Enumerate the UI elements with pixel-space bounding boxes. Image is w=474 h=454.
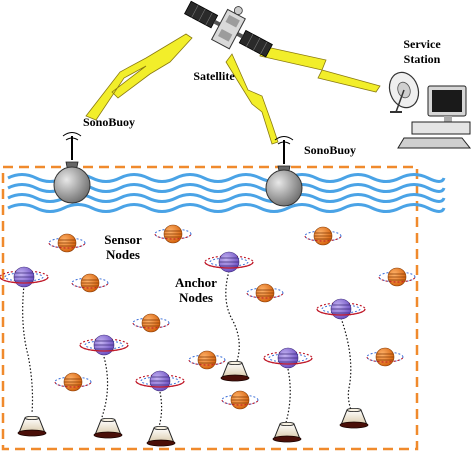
sonobuoy-left-label: SonoBuoy xyxy=(83,115,135,129)
sensor-node-icon xyxy=(48,233,86,253)
sensor-node-icon xyxy=(246,283,284,303)
anchor-node-icon xyxy=(204,251,254,273)
sonobuoy-icon xyxy=(53,132,91,204)
anchor-weight-icon xyxy=(17,415,47,437)
sensor-node-icon xyxy=(188,350,226,370)
radio-links xyxy=(85,33,381,145)
tether-line xyxy=(225,270,240,362)
tether-line xyxy=(283,368,291,430)
computer-workstation-icon xyxy=(388,71,472,149)
tether-line xyxy=(157,391,163,431)
sensor-node-icon xyxy=(221,390,259,410)
anchor-weight-icon xyxy=(146,425,176,447)
anchor-node-icon xyxy=(0,266,49,288)
anchor-weight-icon xyxy=(93,417,123,439)
satellite-label: Satellite xyxy=(193,69,235,83)
sensor-nodes-label-line1: Sensor xyxy=(104,232,142,247)
sensor-node-icon xyxy=(304,226,342,246)
anchor-weight-icon xyxy=(339,407,369,429)
sensor-nodes-label-line2: Nodes xyxy=(106,247,140,262)
sonobuoy-right-label: SonoBuoy xyxy=(304,143,356,157)
service-station-label-line2: Station xyxy=(404,52,441,66)
anchor-node-icon xyxy=(135,370,185,392)
sensor-node-icon xyxy=(154,224,192,244)
anchor-weight-icon xyxy=(220,360,250,382)
anchor-node-icon xyxy=(316,298,366,320)
sensor-node-icon xyxy=(378,267,416,287)
sensor-node-icon xyxy=(132,313,170,333)
anchor-node-icon xyxy=(79,334,129,356)
anchor-node-icon xyxy=(263,347,313,369)
sensor-node-icon xyxy=(366,347,404,367)
anchor-nodes-label-line2: Nodes xyxy=(179,290,213,305)
tether-line xyxy=(22,284,34,414)
lightning-link-satellite-buoy-right xyxy=(225,53,279,145)
satellite-icon xyxy=(184,0,273,58)
service-station-label-line1: Service xyxy=(403,37,441,51)
sensor-node-icon xyxy=(71,273,109,293)
sensor-node-icon xyxy=(54,372,92,392)
lightning-link-satellite-buoy-left xyxy=(85,33,193,121)
tether-line xyxy=(101,356,109,418)
anchor-nodes-label-line1: Anchor xyxy=(175,275,217,290)
anchor-weight-icon xyxy=(272,421,302,443)
deployment-area-boundary xyxy=(1,165,419,451)
tether-line xyxy=(340,317,352,411)
sonobuoy-icon xyxy=(265,136,303,207)
lightning-link-satellite-station xyxy=(259,45,381,93)
